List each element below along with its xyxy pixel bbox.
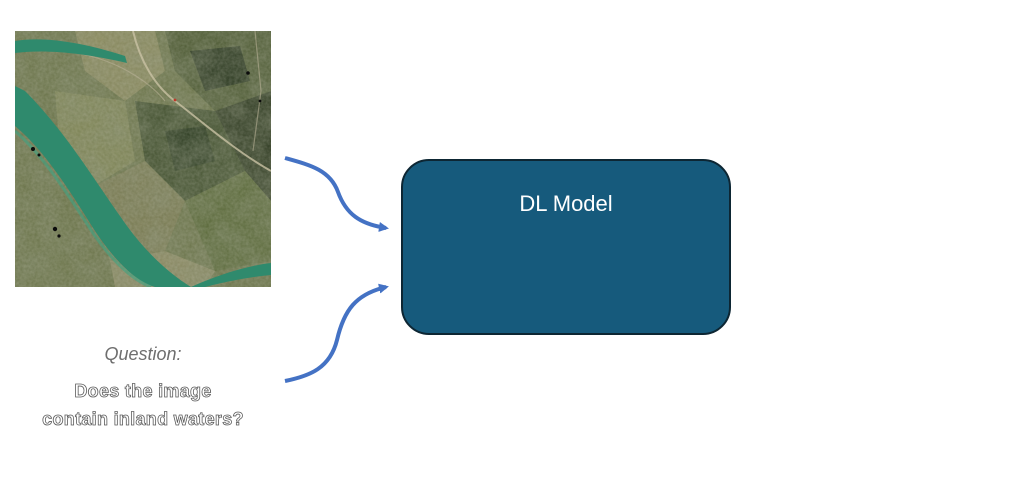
satellite-image-graphic [15,31,271,287]
question-text: Does the image contain inland waters? [12,377,274,433]
question-line-2: contain inland waters? [42,409,244,430]
image-to-model-arrow [284,156,389,232]
dl-model-box: DL Model [401,159,731,335]
dl-model-title: DL Model [519,191,613,216]
question-line-1: Does the image [74,381,212,402]
satellite-image [15,31,271,287]
question-label: Question: [104,344,182,364]
question-to-model-arrow [284,283,389,383]
